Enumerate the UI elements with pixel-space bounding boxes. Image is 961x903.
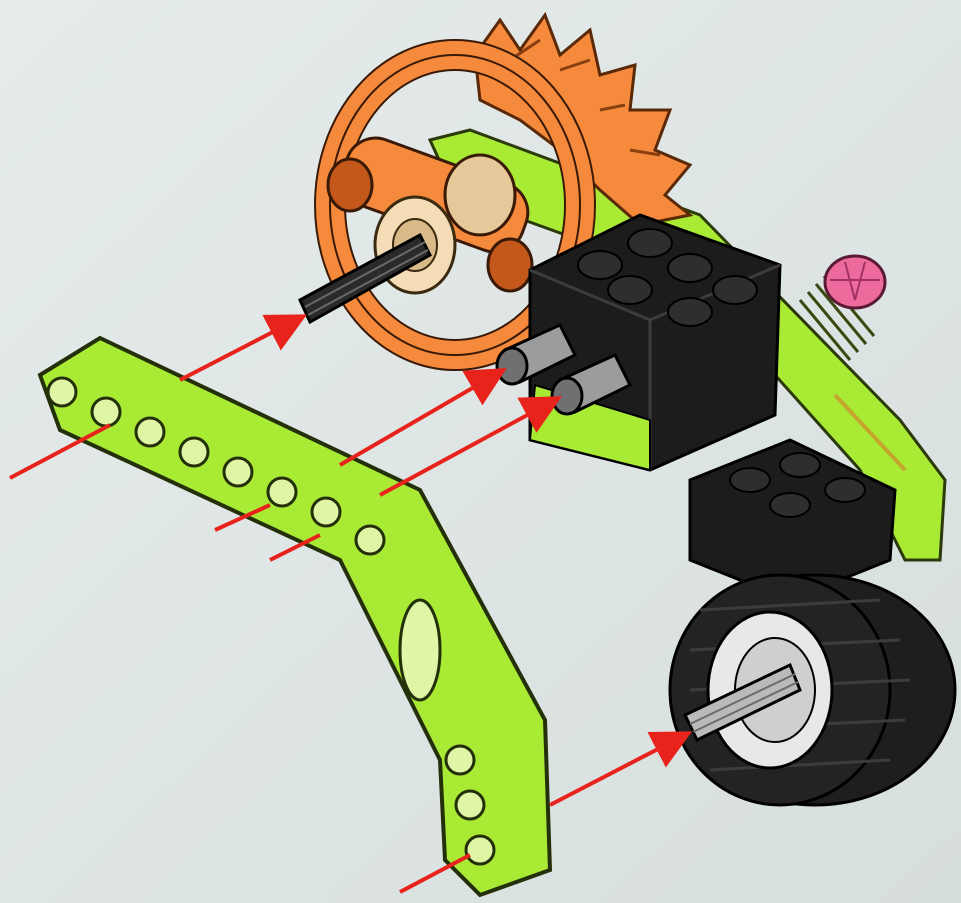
pink-gem [825,256,885,308]
black-tire [670,575,955,805]
